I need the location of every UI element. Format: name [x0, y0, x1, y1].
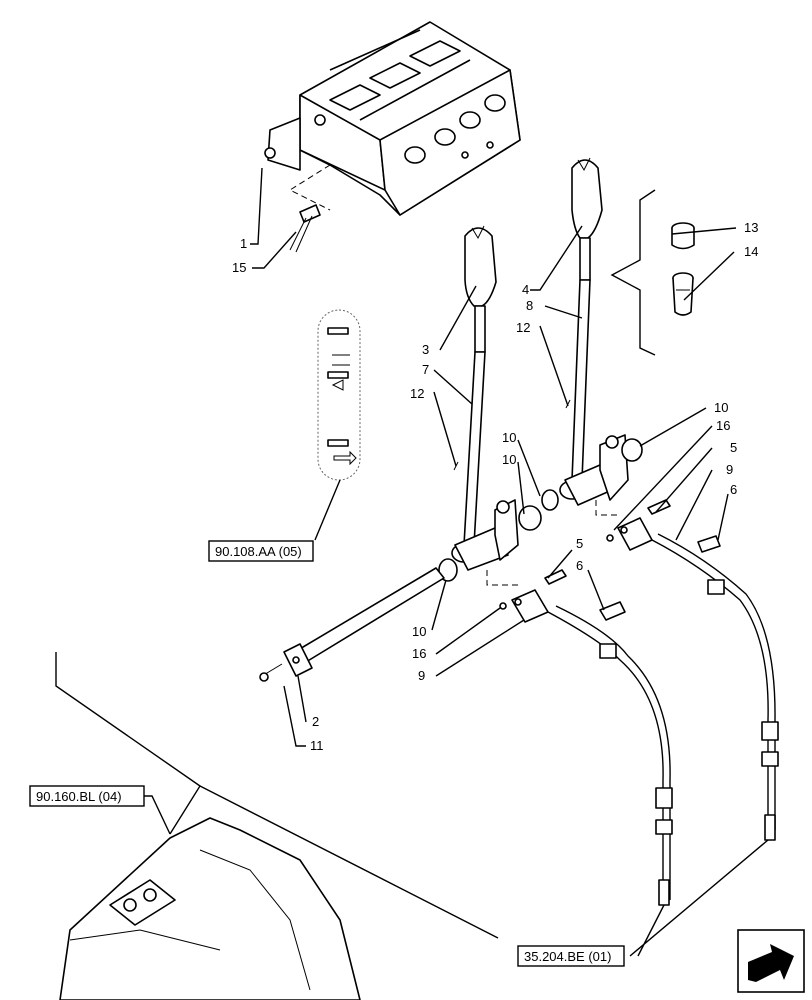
callout-9a: 9	[726, 462, 733, 477]
gear-lever-left	[451, 225, 519, 571]
ref-box-cable[interactable]: 35.204.BE (01)	[517, 945, 625, 967]
callout-14: 14	[744, 244, 758, 259]
ref-cable-label: 35.204.BE (01)	[524, 949, 611, 964]
callout-12a: 12	[516, 320, 530, 335]
cable-right	[606, 499, 779, 841]
leader-cable-right	[629, 839, 769, 957]
callout-13: 13	[744, 220, 758, 235]
knob-14	[672, 272, 694, 316]
callout-7: 7	[422, 362, 429, 377]
leader-10d	[431, 579, 447, 631]
shaft-2	[259, 567, 445, 682]
callout-5a: 5	[730, 440, 737, 455]
leader-13	[671, 227, 737, 235]
leader-ref-cab	[144, 795, 171, 835]
leader-5b	[547, 549, 573, 579]
leader-7	[433, 369, 473, 405]
callout-5b: 5	[576, 536, 583, 551]
leader-12b	[433, 391, 457, 467]
leader-10a	[639, 407, 707, 447]
callout-2: 2	[312, 714, 319, 729]
callout-8: 8	[526, 298, 533, 313]
leader-16b	[435, 607, 501, 655]
leader-detail	[314, 479, 341, 541]
callout-12b: 12	[410, 386, 424, 401]
leader-15	[252, 231, 297, 269]
leader-6b	[587, 569, 605, 611]
leader-2	[297, 675, 307, 723]
leader-9b	[435, 619, 525, 677]
next-page-arrow-icon[interactable]	[737, 929, 805, 993]
knob-13	[671, 222, 695, 250]
leader-11	[283, 685, 306, 747]
leader-16a	[613, 425, 713, 531]
ref-box-cab[interactable]: 90.160.BL (04)	[29, 785, 145, 807]
leader-6a	[717, 493, 729, 541]
leader-9a	[675, 469, 713, 541]
callout-10a: 10	[714, 400, 728, 415]
leader-10b	[517, 439, 541, 497]
callout-6b: 6	[576, 558, 583, 573]
bushings-10	[438, 438, 643, 582]
callout-10d: 10	[412, 624, 426, 639]
bolt-15	[289, 204, 321, 253]
leader-1	[250, 167, 263, 245]
callout-10c: 10	[502, 452, 516, 467]
ref-detail-label: 90.108.AA (05)	[215, 544, 302, 559]
assembly-line-left	[486, 570, 520, 586]
cable-left	[499, 569, 673, 906]
leader-8	[544, 305, 583, 319]
callout-9b: 9	[418, 668, 425, 683]
cab-floor-outline	[55, 652, 499, 1000]
callout-6a: 6	[730, 482, 737, 497]
leader-5a	[655, 447, 713, 513]
bracket-hidden-line	[288, 164, 331, 211]
bracket-13-14	[610, 189, 656, 356]
leader-10c	[517, 461, 525, 515]
callout-11: 11	[310, 738, 324, 753]
gear-lever-right	[559, 157, 629, 506]
leader-14	[683, 251, 735, 301]
console-bracket	[264, 21, 521, 216]
ref-box-detail[interactable]: 90.108.AA (05)	[208, 540, 314, 562]
ref-cab-label: 90.160.BL (04)	[36, 789, 122, 804]
leader-4	[530, 225, 583, 291]
callout-3: 3	[422, 342, 429, 357]
leader-12a	[539, 325, 569, 407]
leader-cable-left	[637, 904, 665, 957]
shift-pattern-detail	[317, 309, 361, 481]
leader-3	[439, 285, 477, 351]
callout-10b: 10	[502, 430, 516, 445]
callout-15: 15	[232, 260, 246, 275]
callout-16b: 16	[412, 646, 426, 661]
assembly-line-right	[595, 500, 620, 516]
callout-4: 4	[522, 282, 529, 297]
callout-1: 1	[240, 236, 247, 251]
callout-16a: 16	[716, 418, 730, 433]
